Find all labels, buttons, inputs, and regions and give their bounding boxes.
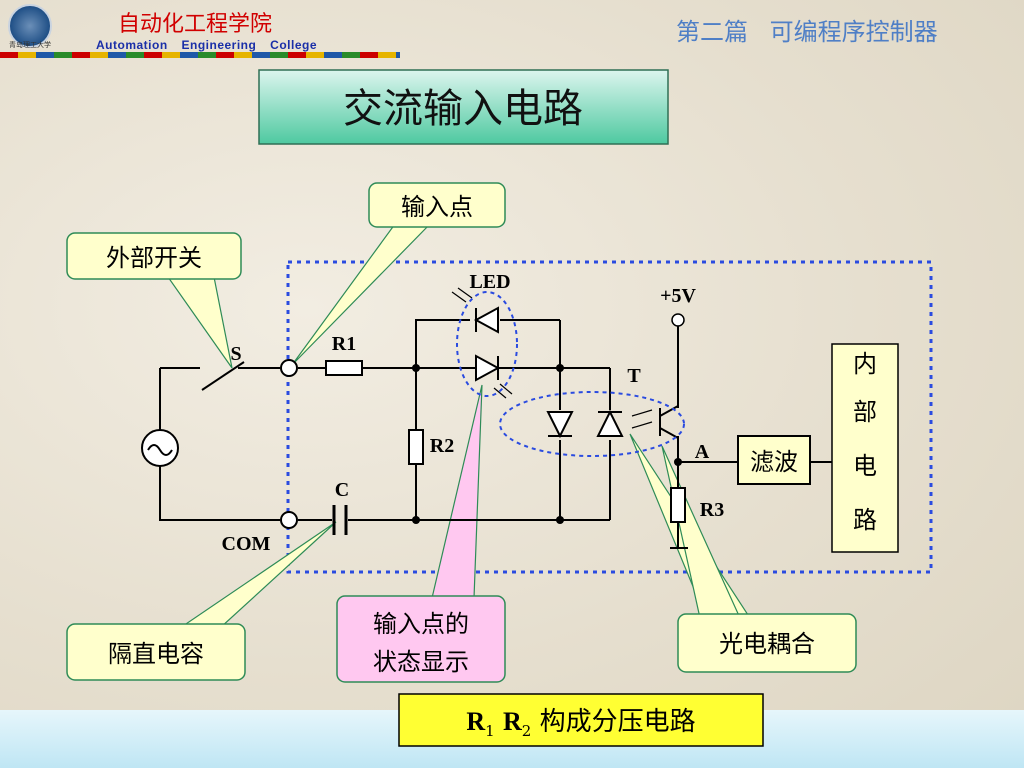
opto-diodes [546,409,624,439]
ac-source [141,429,179,467]
label-led: LED [469,271,510,293]
school-name-en: Automation Engineering College [96,38,318,52]
filter-box [737,435,811,485]
callout-external-switch-text: 外部开关 [106,244,202,272]
led-pair [473,306,501,382]
callout-status-line2: 状态显示 [373,648,469,676]
caption-sub2: 2 [522,722,532,740]
callout-status-display: 输入点的 状态显示 [336,595,506,683]
internal-char-4: 路 [853,506,877,534]
label-s: S [230,343,241,365]
label-t: T [627,365,641,387]
callout-dc-block-cap-text: 隔直电容 [108,640,204,668]
opto-highlight-ellipse [499,391,685,457]
slide-header: 青岛理工大学 自动化工程学院 Automation Engineering Co… [0,0,1024,58]
internal-char-3: 电 [853,452,877,480]
callout-dc-block-cap: 隔直电容 [66,623,246,681]
caption-box: R1 R2 构成分压电路 [398,693,764,747]
status-callout-pointer [431,384,483,599]
slide-title-box: 交流输入电路 [258,69,669,145]
callout-external-switch: 外部开关 [66,232,242,280]
label-vcc: +5V [660,285,696,307]
university-logo [8,4,52,48]
resistor-r3 [670,487,686,523]
callout-optocoupler: 光电耦合 [677,613,857,673]
com-terminal [280,511,298,529]
circuit-wires [159,319,832,549]
internal-char-1: 内 [853,350,877,378]
label-a: A [695,441,710,463]
caption-desc: 构成分压电路 [540,707,696,737]
slide-title: 交流输入电路 [343,86,583,132]
led-highlight-ellipse [456,291,518,397]
input-point-callout-pointer [291,223,432,366]
header-stripe [0,52,400,58]
label-r1: R1 [332,333,356,355]
callout-status-line1: 输入点的 [373,610,469,638]
chapter-title: 第二篇 可编程序控制器 [676,18,938,46]
caption-text: R1 R2 构成分压电路 [466,707,695,740]
input-terminal [280,359,298,377]
label-r3: R3 [700,499,724,521]
resistor-r1 [325,360,363,376]
switch-callout-pointer [166,276,233,369]
internal-circuit-box [831,343,899,553]
label-com: COM [222,533,271,555]
logo-text: 青岛理工大学 [9,41,51,49]
label-c: C [335,479,349,501]
school-name-cn: 自动化工程学院 [118,12,273,37]
filter-label: 滤波 [750,448,798,476]
opto-light-arrows [631,409,653,429]
callout-input-point: 输入点 [368,182,506,228]
internal-char-2: 部 [853,398,877,426]
junction-dots [412,364,682,524]
vcc-terminal [671,313,685,327]
callout-optocoupler-text: 光电耦合 [719,630,815,658]
resistor-r2 [408,429,424,465]
caption-r2: R [503,707,522,736]
caption-r1: R [466,707,485,736]
led-light-arrows [451,287,513,399]
caption-sub1: 1 [485,722,495,740]
callout-input-point-text: 输入点 [401,193,473,221]
capacitor-c [332,505,348,535]
label-r2: R2 [430,435,454,457]
phototransistor-t [659,405,679,439]
